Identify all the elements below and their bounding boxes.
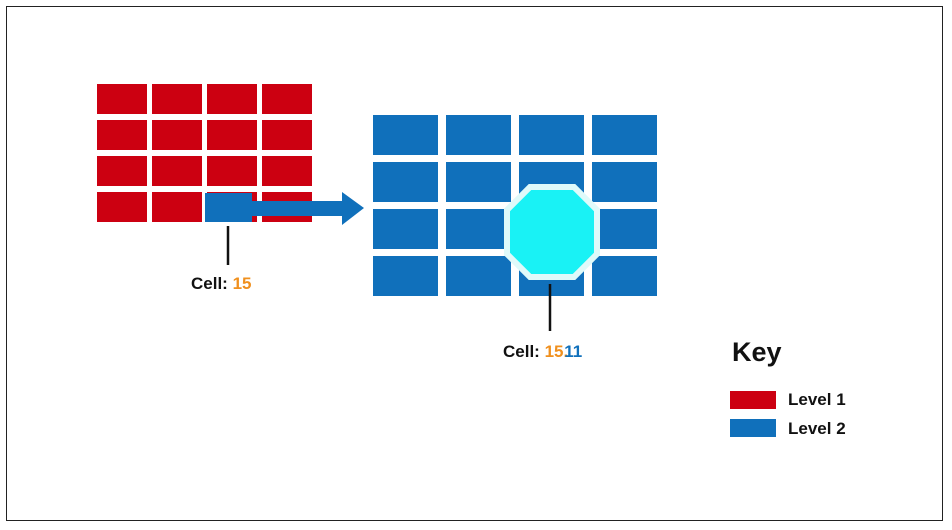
level1-cell-label: Cell: 15 [191, 274, 252, 294]
level2-cell-label: Cell: 15.11 [503, 342, 582, 362]
key-label-level1: Level 1 [788, 390, 846, 409]
level2-cell [592, 209, 657, 249]
level1-cell [152, 84, 202, 114]
cell-prefix: Cell: [503, 342, 540, 361]
level2-parent-number: 15. [544, 342, 569, 361]
level2-cell [446, 256, 511, 296]
level2-cell [373, 209, 438, 249]
cell-15-11-octagon-highlight [504, 184, 600, 280]
level1-cell [97, 84, 147, 114]
level2-cell [373, 256, 438, 296]
cell-prefix: Cell: [191, 274, 228, 293]
level1-cell [97, 192, 147, 222]
key-swatch-level2 [730, 419, 776, 437]
level1-cell [262, 84, 312, 114]
level1-cell [207, 156, 257, 186]
level1-cell [97, 156, 147, 186]
key-swatch-level1 [730, 391, 776, 409]
level1-cell [97, 120, 147, 150]
level1-cell [262, 156, 312, 186]
level1-cell [152, 192, 202, 222]
key-label-level2: Level 2 [788, 419, 846, 438]
level2-cell [446, 162, 511, 202]
level1-cell [207, 84, 257, 114]
level2-cell [519, 115, 584, 155]
level1-cell-number: 15 [232, 274, 252, 293]
level2-cell [592, 256, 657, 296]
level1-cell [262, 120, 312, 150]
level1-cell [207, 120, 257, 150]
key-title: Key [732, 337, 782, 367]
level1-cell [152, 120, 202, 150]
level2-child-number: 11 [564, 342, 583, 361]
level2-cell [592, 115, 657, 155]
zoom-arrow [248, 192, 364, 225]
level2-cell [446, 209, 511, 249]
level1-cell-15-highlight [205, 193, 252, 222]
level1-cell [152, 156, 202, 186]
level2-cell [373, 115, 438, 155]
level2-cell [373, 162, 438, 202]
level2-cell [592, 162, 657, 202]
level2-cell [446, 115, 511, 155]
